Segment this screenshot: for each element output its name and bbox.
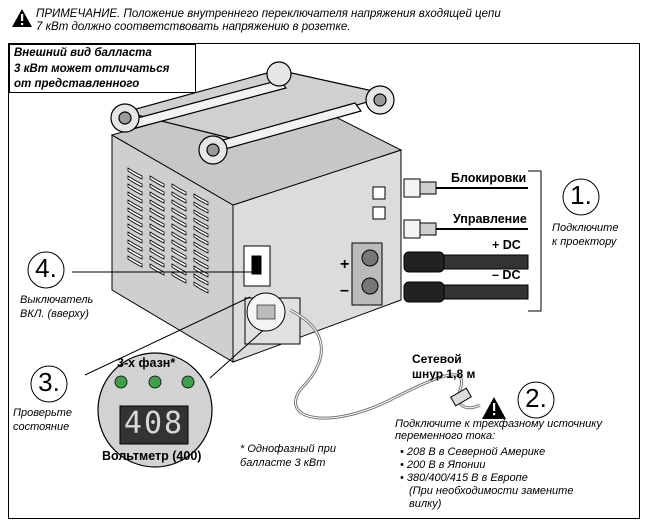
phase-label: 3-х фазн* xyxy=(117,356,176,370)
note-line-1: ПРИМЕЧАНИЕ. Положение внутреннего перекл… xyxy=(36,8,501,20)
step3-number: 3. xyxy=(38,367,60,397)
lcd-value: 408 xyxy=(123,406,185,441)
power-cord-label: Сетевой шнур 1,8 м xyxy=(412,352,475,382)
power-plug xyxy=(450,387,472,407)
voltage-item-1: • 208 В в Северной Америке xyxy=(400,446,546,458)
zoom-leader-1 xyxy=(84,296,251,376)
step3-text: Проверьте состояние xyxy=(13,406,72,434)
projector-cables xyxy=(403,178,529,303)
diagram-frame xyxy=(8,43,640,519)
ventilation-grills xyxy=(127,167,209,294)
step3-line-2: состояние xyxy=(13,421,70,433)
zoom-leader-2 xyxy=(209,325,269,379)
step4-circle xyxy=(27,251,65,289)
plus-sign: + xyxy=(340,256,350,273)
voltage-item-2: • 200 В в Японии xyxy=(400,459,486,471)
led-1 xyxy=(114,375,128,389)
appearance-disclaimer: Внешний вид балласта 3 кВт может отличат… xyxy=(9,44,196,93)
single-phase-footnote: * Однофазный при балласте 3 кВт xyxy=(240,442,336,470)
warning-triangle-icon xyxy=(12,9,32,27)
disclaimer-line-2: 3 кВт может отличаться xyxy=(14,62,170,75)
footnote-line-2: балласте 3 кВт xyxy=(240,457,326,469)
note-line-2: 7 кВт должно соответствовать напряжению … xyxy=(36,21,351,33)
led-2 xyxy=(148,375,162,389)
step1-text: Подключите к проектору xyxy=(552,221,618,249)
step2-line-2: переменного тока: xyxy=(395,430,496,442)
interlock-label: Блокировки xyxy=(451,171,527,185)
plug-note-line-2: вилку) xyxy=(409,498,442,510)
carry-handles xyxy=(110,61,395,165)
voltage-note: ПРИМЕЧАНИЕ. Положение внутреннего перекл… xyxy=(36,8,501,34)
minus-sign: – xyxy=(340,282,349,299)
voltmeter-label: Вольтметр (400) xyxy=(102,449,202,463)
step2-text: Подключите к трехфазному источнику перем… xyxy=(395,418,602,442)
voltage-item-1-text: 208 В в Северной Америке xyxy=(406,446,546,458)
voltage-item-3: • 380/400/415 В в Европе xyxy=(400,472,528,484)
step2-circle xyxy=(517,381,555,419)
cord-line-1: Сетевой xyxy=(412,352,462,366)
plug-note-line-1: (При необходимости замените xyxy=(409,485,574,497)
lcd-display xyxy=(119,405,189,445)
voltage-list: • 208 В в Северной Америке • 200 В в Япо… xyxy=(400,446,573,511)
step1-bracket xyxy=(528,170,542,312)
step2-line-1: Подключите к трехфазному источнику xyxy=(395,418,602,430)
step1-circle xyxy=(562,178,600,216)
step4-number: 4. xyxy=(35,253,57,283)
step4-line-1: Выключатель xyxy=(20,294,94,306)
step1-line-1: Подключите xyxy=(552,222,619,234)
voltage-item-2-text: 200 В в Японии xyxy=(406,459,486,471)
disclaimer-line-1: Внешний вид балласта xyxy=(14,47,152,59)
step4-text: Выключатель ВКЛ. (вверху) xyxy=(20,293,93,321)
step3-circle xyxy=(30,365,68,403)
voltage-item-3-text: 380/400/415 В в Европе xyxy=(406,472,528,484)
control-label: Управление xyxy=(453,212,527,226)
disclaimer-line-3: от представленного xyxy=(14,78,140,90)
minus-dc-label: – DC xyxy=(492,268,521,282)
cord-line-2: шнур 1,8 м xyxy=(412,367,476,381)
step2-number: 2. xyxy=(525,383,547,413)
step3-line-1: Проверьте xyxy=(13,407,73,419)
led-3 xyxy=(181,375,195,389)
plus-dc-label: + DC xyxy=(492,238,521,252)
warning-triangle-icon xyxy=(482,397,506,419)
step4-line-2: ВКЛ. (вверху) xyxy=(20,308,89,320)
step1-line-2: к проектору xyxy=(552,236,617,248)
footnote-line-1: * Однофазный при xyxy=(240,443,336,455)
step1-number: 1. xyxy=(570,180,592,210)
